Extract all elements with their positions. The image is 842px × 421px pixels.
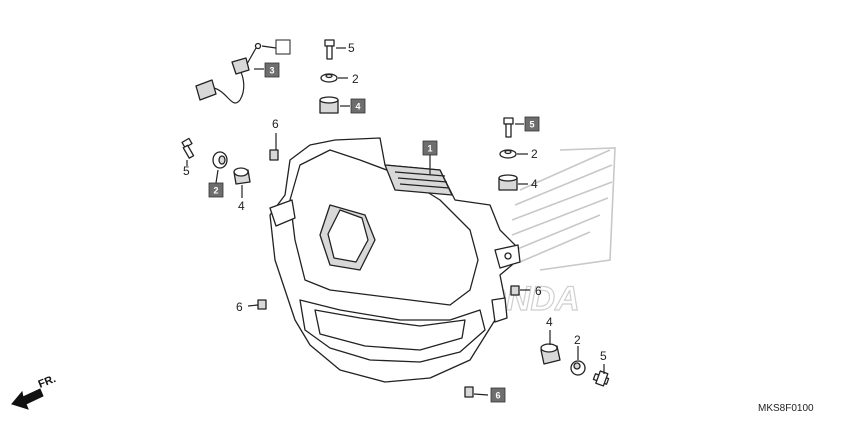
callout-box-5-right: 5 xyxy=(524,116,540,132)
callout-box-4-top: 4 xyxy=(350,98,366,114)
diagram-code: MKS8F0100 xyxy=(758,403,814,414)
clip-left xyxy=(257,299,267,310)
callout-n2-bottom: 2 xyxy=(574,333,581,347)
washer-right xyxy=(499,149,517,159)
grommet-left xyxy=(233,167,251,185)
screw-top xyxy=(324,39,335,60)
callout-n6-right: 6 xyxy=(535,284,542,298)
callout-n5-bottom: 5 xyxy=(600,349,607,363)
svg-text:2: 2 xyxy=(213,186,218,196)
callout-n5-left: 5 xyxy=(183,164,190,178)
svg-text:4: 4 xyxy=(355,102,360,112)
collar-left xyxy=(212,151,228,169)
callout-box-1: 1 xyxy=(422,140,438,156)
wire-connector xyxy=(195,42,262,104)
callout-n5-top: 5 xyxy=(348,41,355,55)
callout-n2-top: 2 xyxy=(352,72,359,86)
grommet-bottom xyxy=(540,343,561,365)
front-direction-arrow-icon xyxy=(11,388,44,410)
svg-text:1: 1 xyxy=(427,144,432,154)
callout-n6-left: 6 xyxy=(236,300,243,314)
callout-box-2-left: 2 xyxy=(208,182,224,198)
grommet-top xyxy=(319,96,339,114)
screw-left xyxy=(181,137,195,159)
screw-right xyxy=(503,117,514,138)
svg-text:6: 6 xyxy=(495,391,500,401)
callout-n2-right: 2 xyxy=(531,147,538,161)
empty-reference-box xyxy=(275,39,291,55)
grommet-right xyxy=(498,174,518,191)
callout-n4-bottom: 4 xyxy=(546,315,553,329)
clip-upper xyxy=(269,149,279,161)
leader-lines xyxy=(186,45,605,396)
callout-box-6-bottom: 6 xyxy=(490,387,506,403)
callout-n4-right: 4 xyxy=(531,177,538,191)
callout-n4-left: 4 xyxy=(238,199,245,213)
screw-bottom xyxy=(592,370,610,387)
callout-n6-upper: 6 xyxy=(272,117,279,131)
collar-bottom xyxy=(570,360,586,376)
callout-box-3: 3 xyxy=(264,62,280,78)
front-direction-label: FR. xyxy=(37,373,58,391)
clip-right xyxy=(510,285,520,296)
headlight-assembly xyxy=(269,137,521,383)
clip-bottom xyxy=(464,386,474,398)
washer-top xyxy=(320,73,338,83)
svg-text:5: 5 xyxy=(529,120,534,130)
svg-text:3: 3 xyxy=(269,66,274,76)
